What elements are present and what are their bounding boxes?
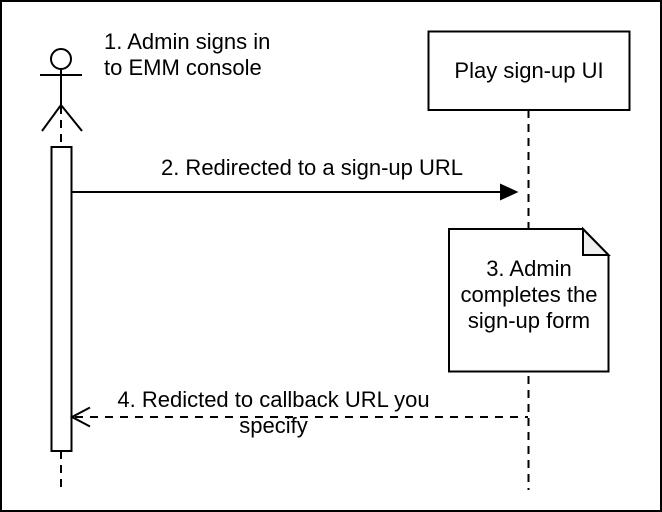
actor-activation-bar [50, 146, 73, 452]
redirect-signup-arrowhead-icon [500, 183, 519, 201]
redirect-signup-message-label: 2. Redirected to a sign-up URL [160, 155, 464, 180]
note-body [448, 228, 610, 373]
redirect-signup-arrow [72, 183, 519, 201]
play-signup-box [427, 30, 631, 111]
note-folded-corner-icon [582, 226, 611, 256]
play-signup-box-label: Play sign-up UI [454, 58, 604, 83]
actor-left-leg [41, 104, 62, 132]
note-shape [448, 226, 611, 373]
actor-right-leg [60, 104, 83, 132]
actor-label: 1. Admin signs in to EMM console [104, 29, 271, 80]
actor-icon [40, 48, 83, 132]
note-label: 3. Admin completes the sign-up form [460, 256, 598, 333]
redirect-callback-message-label: 4. Redicted to callback URL you specify [117, 387, 430, 438]
redirect-callback-open-arrowhead-icon [69, 406, 91, 428]
redirect-callback-arrow [69, 406, 528, 428]
actor-head [50, 48, 72, 70]
